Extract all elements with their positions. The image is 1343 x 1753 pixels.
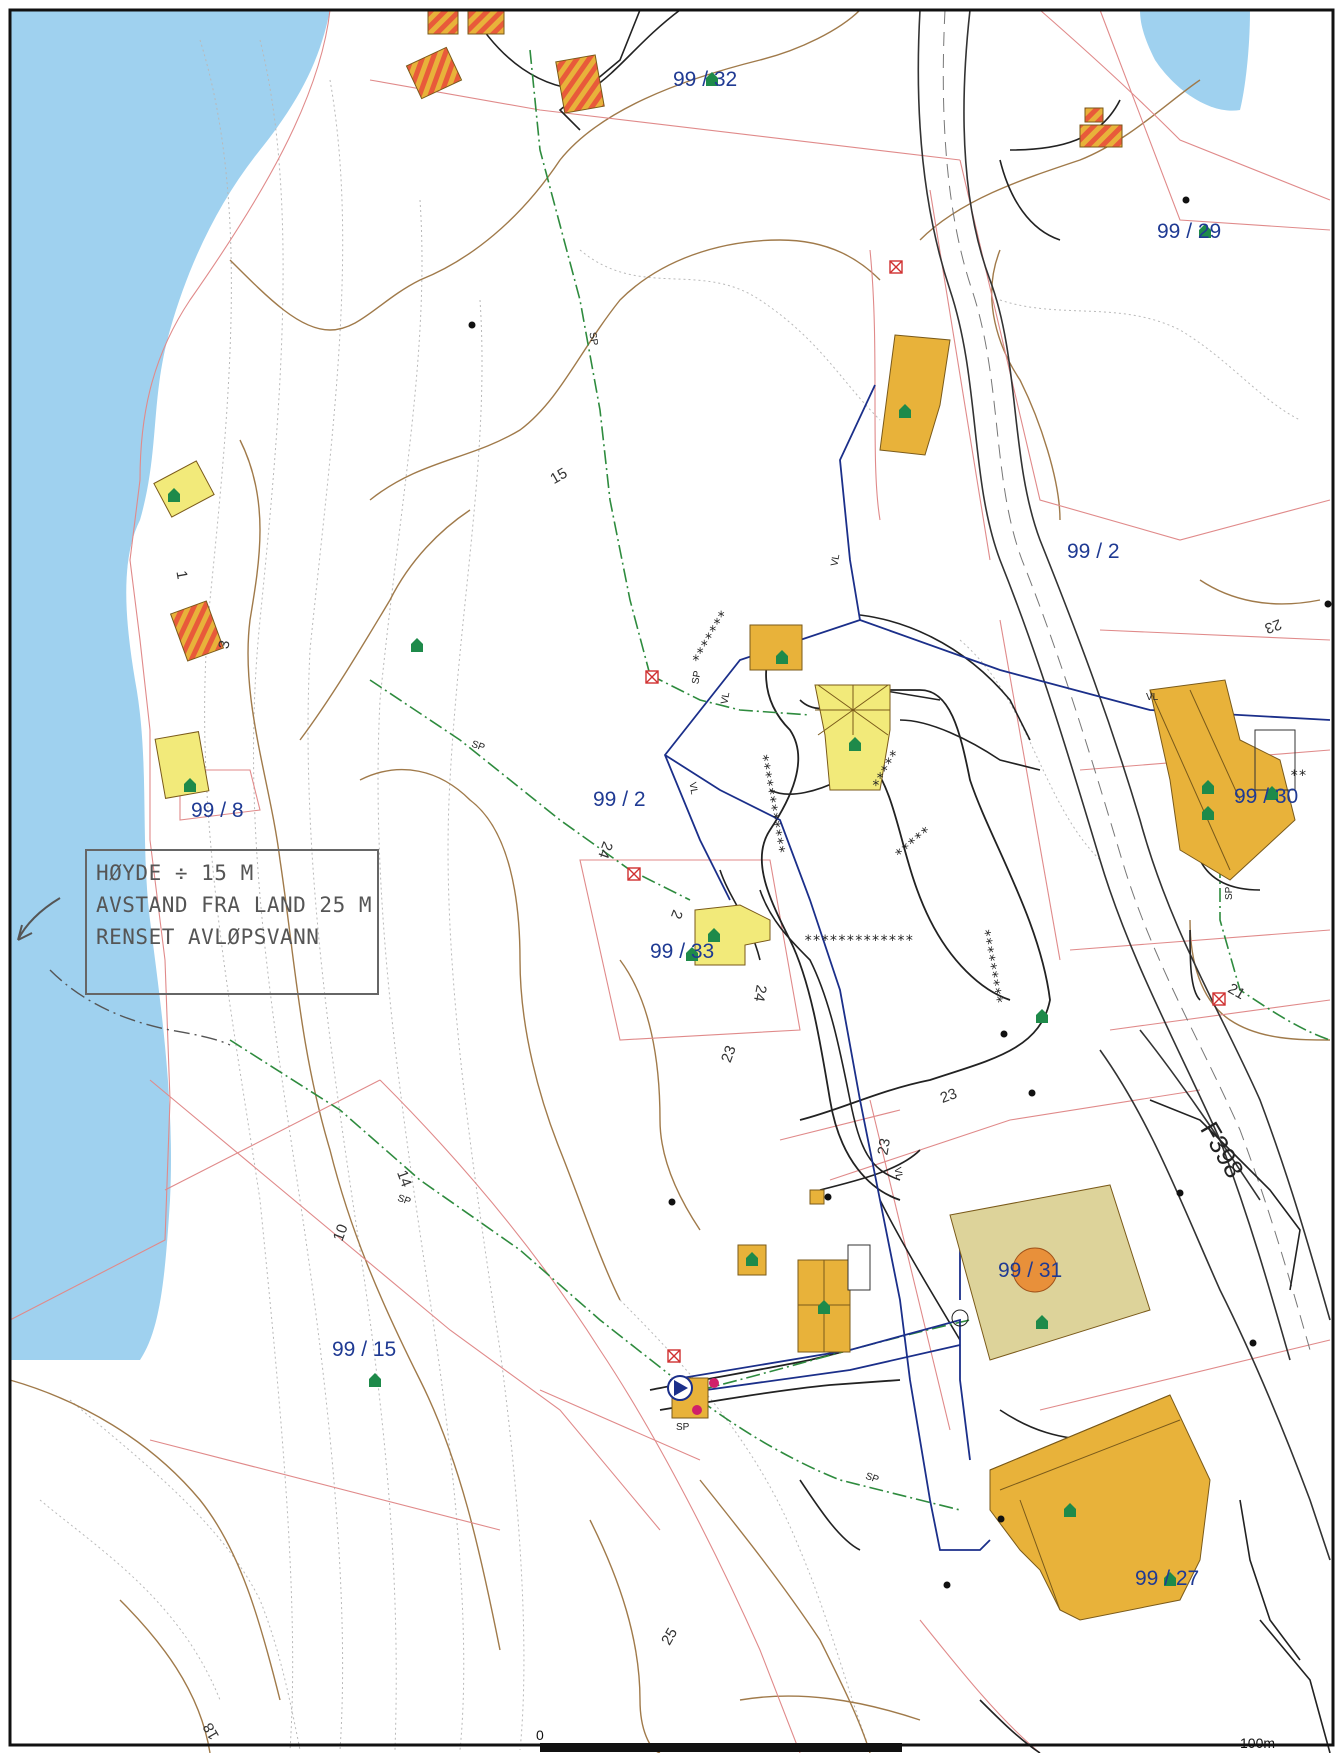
building (153, 460, 215, 518)
parcel-label: 99 / 30 (1234, 785, 1298, 808)
line-code-labels: SP SP SP SP SP SP SP VL VL VL VL VL (396, 331, 1235, 1486)
handwritten-note: HØYDE ÷ 15 M AVSTAND FRA LAND 25 M RENSE… (17, 849, 379, 995)
sp-label: SP (586, 331, 599, 346)
svg-text:*************: ************* (804, 933, 914, 949)
contour-label: 23 (718, 1043, 740, 1064)
roof-lines (798, 684, 1241, 1611)
sewer-lines (229, 49, 1331, 1511)
vl-label: VL (1146, 692, 1159, 703)
road-f398 (917, 9, 1331, 1561)
sp-label: SP (470, 739, 487, 754)
contour-label: 21 (1225, 980, 1248, 1003)
outfall-line (49, 969, 231, 1046)
contour-label: 1 (172, 569, 190, 580)
shed-outline (847, 1244, 871, 1291)
contour-label: 14 (393, 1168, 415, 1189)
building (989, 1394, 1211, 1621)
minor-contours (39, 39, 1301, 1751)
parcel-label: 99 / 2 (593, 788, 646, 811)
contour-label: 3 (215, 639, 233, 650)
sp-label: SP (690, 670, 703, 685)
contour-label: 25 (658, 1625, 681, 1648)
contour-label: 18 (200, 1720, 223, 1743)
sp-label: SP (864, 1471, 881, 1486)
contour-label: 23 (1262, 615, 1283, 637)
contour-label: 15 (547, 465, 570, 488)
contour-label: 24 (750, 984, 770, 1003)
building (1149, 679, 1296, 881)
contour-label: 10 (330, 1222, 352, 1243)
sp-label: SP (676, 1422, 690, 1433)
note-arrow (17, 897, 61, 941)
parcel-label: 99 / 15 (332, 1338, 396, 1361)
building (879, 334, 951, 456)
parcel-label: 99 / 31 (998, 1259, 1062, 1282)
building (814, 684, 891, 791)
building-hatched (555, 54, 605, 114)
parcel-label: 99 / 29 (1157, 220, 1221, 243)
note-line-1: HØYDE ÷ 15 M (96, 861, 254, 885)
building-hatched (1079, 124, 1123, 148)
vl-label: VL (686, 781, 699, 795)
valve-icon (951, 1309, 969, 1327)
vl-label: VL (719, 691, 732, 705)
building (154, 731, 210, 799)
vl-label: VL (829, 553, 842, 567)
sea-water (10, 10, 330, 1360)
survey-points (468, 196, 1332, 1589)
major-contours (9, 9, 1331, 1753)
contour-label: 23 (938, 1085, 959, 1107)
road-centerline (942, 9, 1311, 1351)
note-box (85, 849, 379, 995)
contour-labels: 15 14 10 23 23 23 23 21 25 18 24 24 1 3 … (172, 465, 1283, 1743)
building-hatched (169, 600, 225, 662)
building-hatched (405, 46, 463, 100)
buildings (153, 9, 1296, 1621)
contour-label: 23 (874, 1137, 894, 1156)
property-lines (469, 9, 1331, 1753)
scale-start: 0 (536, 1727, 544, 1743)
sp-label: SP (1224, 886, 1235, 900)
map-frame (8, 8, 1335, 1747)
building-hatched (467, 9, 505, 35)
parcel-label: 99 / 27 (1135, 1567, 1199, 1590)
vl-label: VL (891, 1166, 904, 1180)
note-line-2: AVSTAND FRA LAND 25 M (96, 893, 372, 917)
building (694, 904, 771, 966)
manholes (627, 260, 1226, 1363)
parcel-labels: 99 / 32 99 / 29 99 / 2 99 / 2 99 / 8 99 … (191, 68, 1298, 1590)
parcel-label: 99 / 32 (673, 68, 737, 91)
scale-bar: 0 100m (536, 1727, 1275, 1752)
parcel-label: 99 / 33 (650, 940, 714, 963)
note-line-3: RENSET AVLØPSVANN (96, 925, 319, 949)
pump-icon (667, 1375, 719, 1415)
parcel-label: 99 / 2 (1067, 540, 1120, 563)
lake-water (1140, 10, 1250, 111)
sp-label: SP (396, 1193, 413, 1208)
contour-label: 24 (594, 839, 616, 860)
building-hatched (1084, 107, 1104, 123)
tank-icon (1012, 1247, 1058, 1293)
building (809, 1189, 825, 1205)
scale-end: 100m (1240, 1735, 1275, 1751)
water-lines (663, 384, 1331, 1551)
svg-text:**: ** (1290, 768, 1307, 784)
parcel-label: 99 / 8 (191, 799, 244, 822)
building-hatched (427, 9, 459, 35)
